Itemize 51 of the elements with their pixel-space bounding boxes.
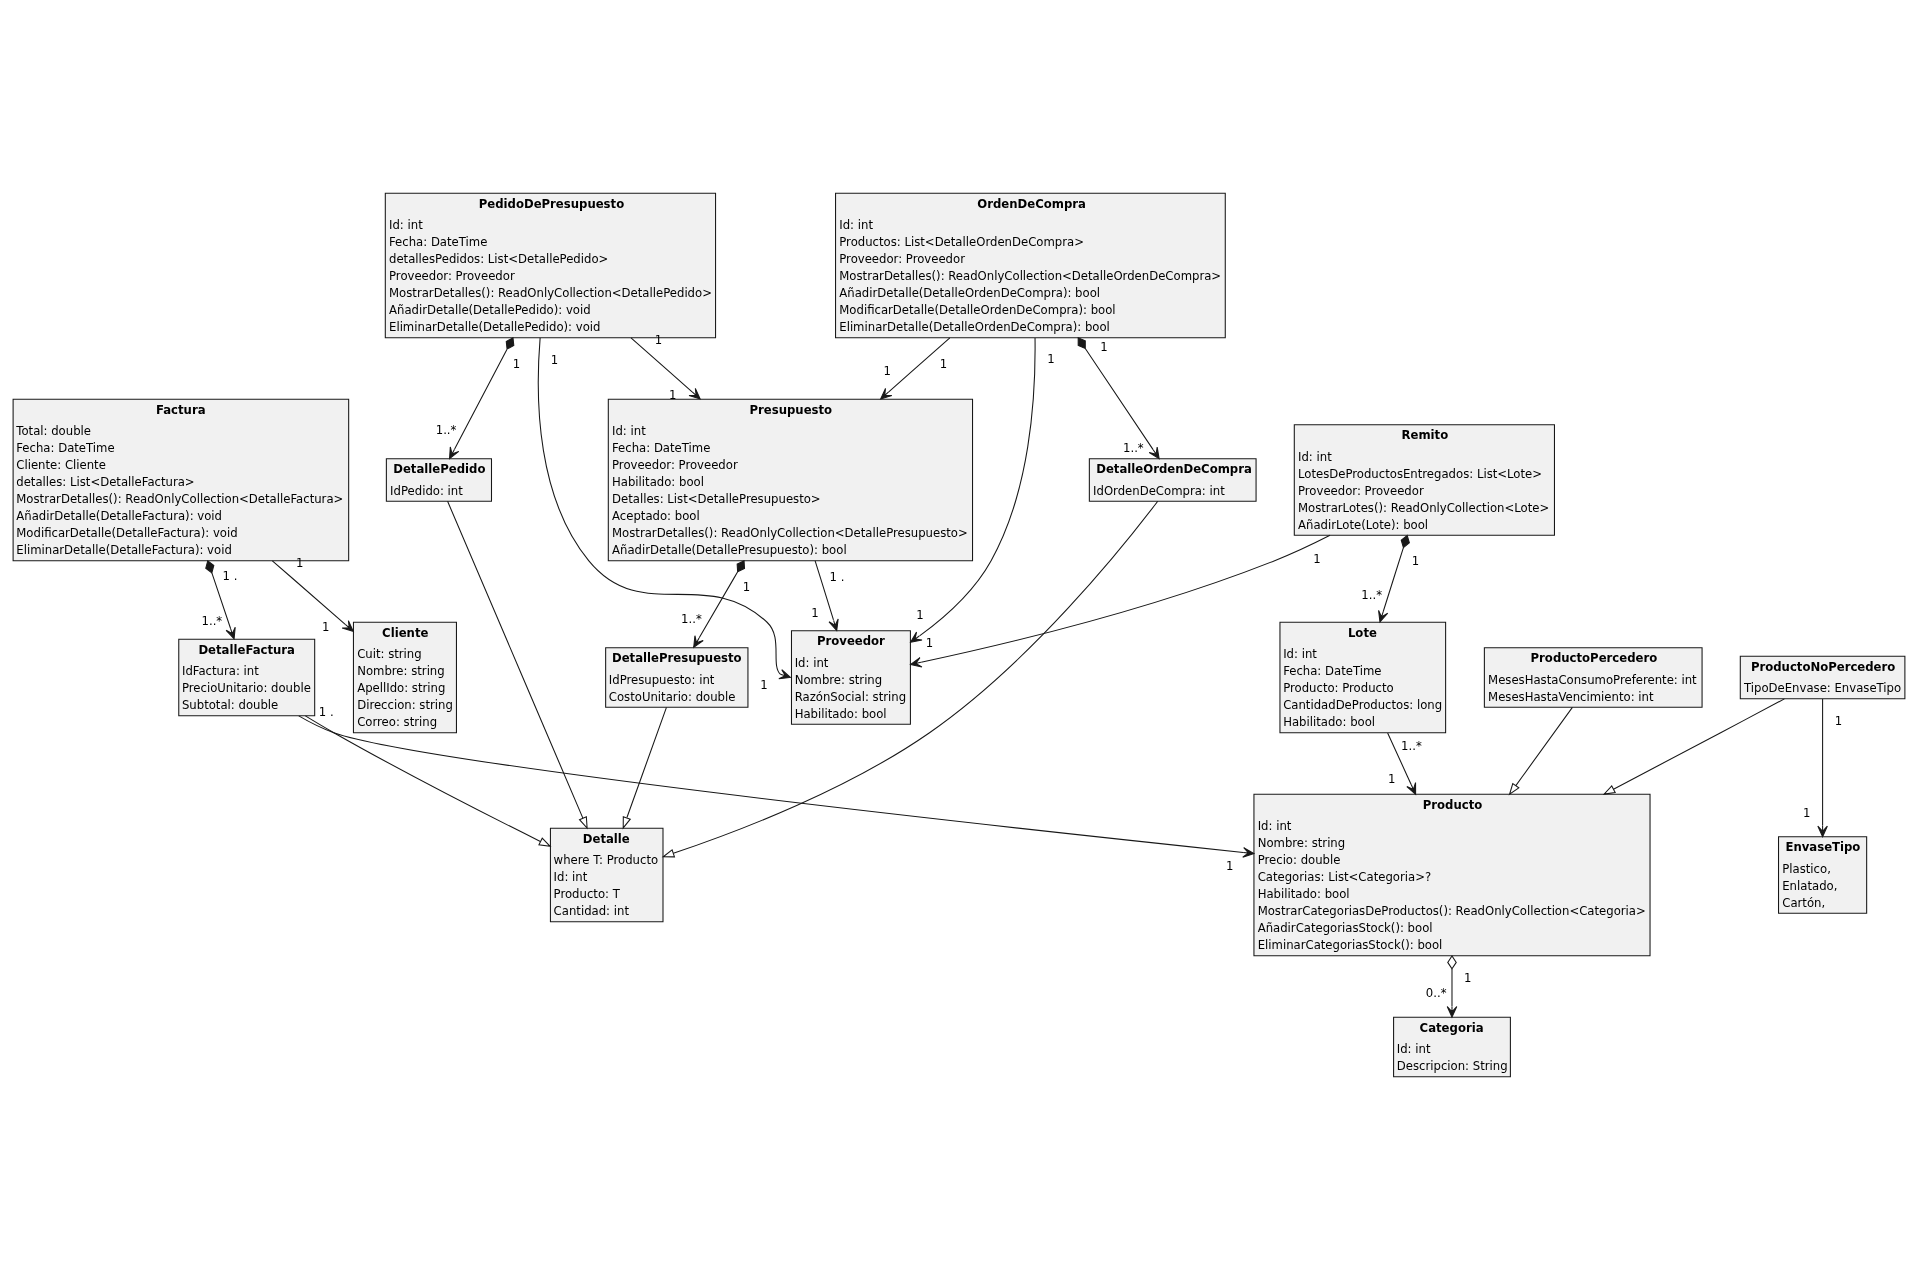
label: 1 xyxy=(1388,772,1396,787)
label: 1 . xyxy=(829,569,845,584)
arrow xyxy=(447,500,588,830)
arrow xyxy=(1077,337,1160,460)
label: 0..* xyxy=(1425,986,1447,1001)
label: 1 xyxy=(1464,970,1472,985)
arrow xyxy=(814,560,839,632)
label: 1..* xyxy=(1361,587,1382,602)
arrow xyxy=(880,337,951,400)
label: 1 xyxy=(1803,806,1811,821)
arrow xyxy=(1446,955,1458,1018)
label: 1..* xyxy=(201,614,223,629)
arrow xyxy=(910,337,1036,643)
arrow xyxy=(1387,732,1417,795)
label: 1 xyxy=(512,357,521,372)
arrow xyxy=(449,337,515,460)
arrow xyxy=(271,560,354,632)
label: 1..* xyxy=(435,423,457,438)
label: 1 . xyxy=(222,569,238,584)
arrow xyxy=(693,559,746,648)
label: 1..* xyxy=(1401,738,1422,753)
arrow xyxy=(304,715,552,847)
arrow xyxy=(1817,698,1828,838)
arrow xyxy=(622,706,667,830)
label: 1..* xyxy=(681,611,702,626)
arrow xyxy=(1378,534,1410,623)
arrow xyxy=(298,715,1255,858)
label: 1 xyxy=(916,608,924,623)
label: 1..* xyxy=(1123,440,1144,455)
label: 1 xyxy=(939,356,948,371)
label: 1 xyxy=(742,580,751,595)
label: 1 xyxy=(550,353,559,368)
label: 1 xyxy=(1313,551,1321,566)
arrow xyxy=(537,337,791,680)
label: 1 xyxy=(760,677,768,692)
label: 1 xyxy=(322,620,330,635)
label: 1 xyxy=(1411,553,1420,568)
label: 1 xyxy=(811,605,819,620)
label: 1 xyxy=(1225,858,1234,873)
label: 1 . xyxy=(318,705,334,720)
label: 1 xyxy=(1834,713,1843,728)
arrow xyxy=(910,534,1331,668)
arrow xyxy=(1508,706,1573,796)
arrow xyxy=(630,337,701,400)
arrow xyxy=(205,559,236,640)
label: 1 xyxy=(1047,352,1055,367)
label: 1 xyxy=(925,636,934,651)
arrow xyxy=(1602,698,1785,795)
label: 1 xyxy=(883,364,891,379)
arrow xyxy=(661,500,1159,858)
label: 1 xyxy=(1100,339,1108,354)
